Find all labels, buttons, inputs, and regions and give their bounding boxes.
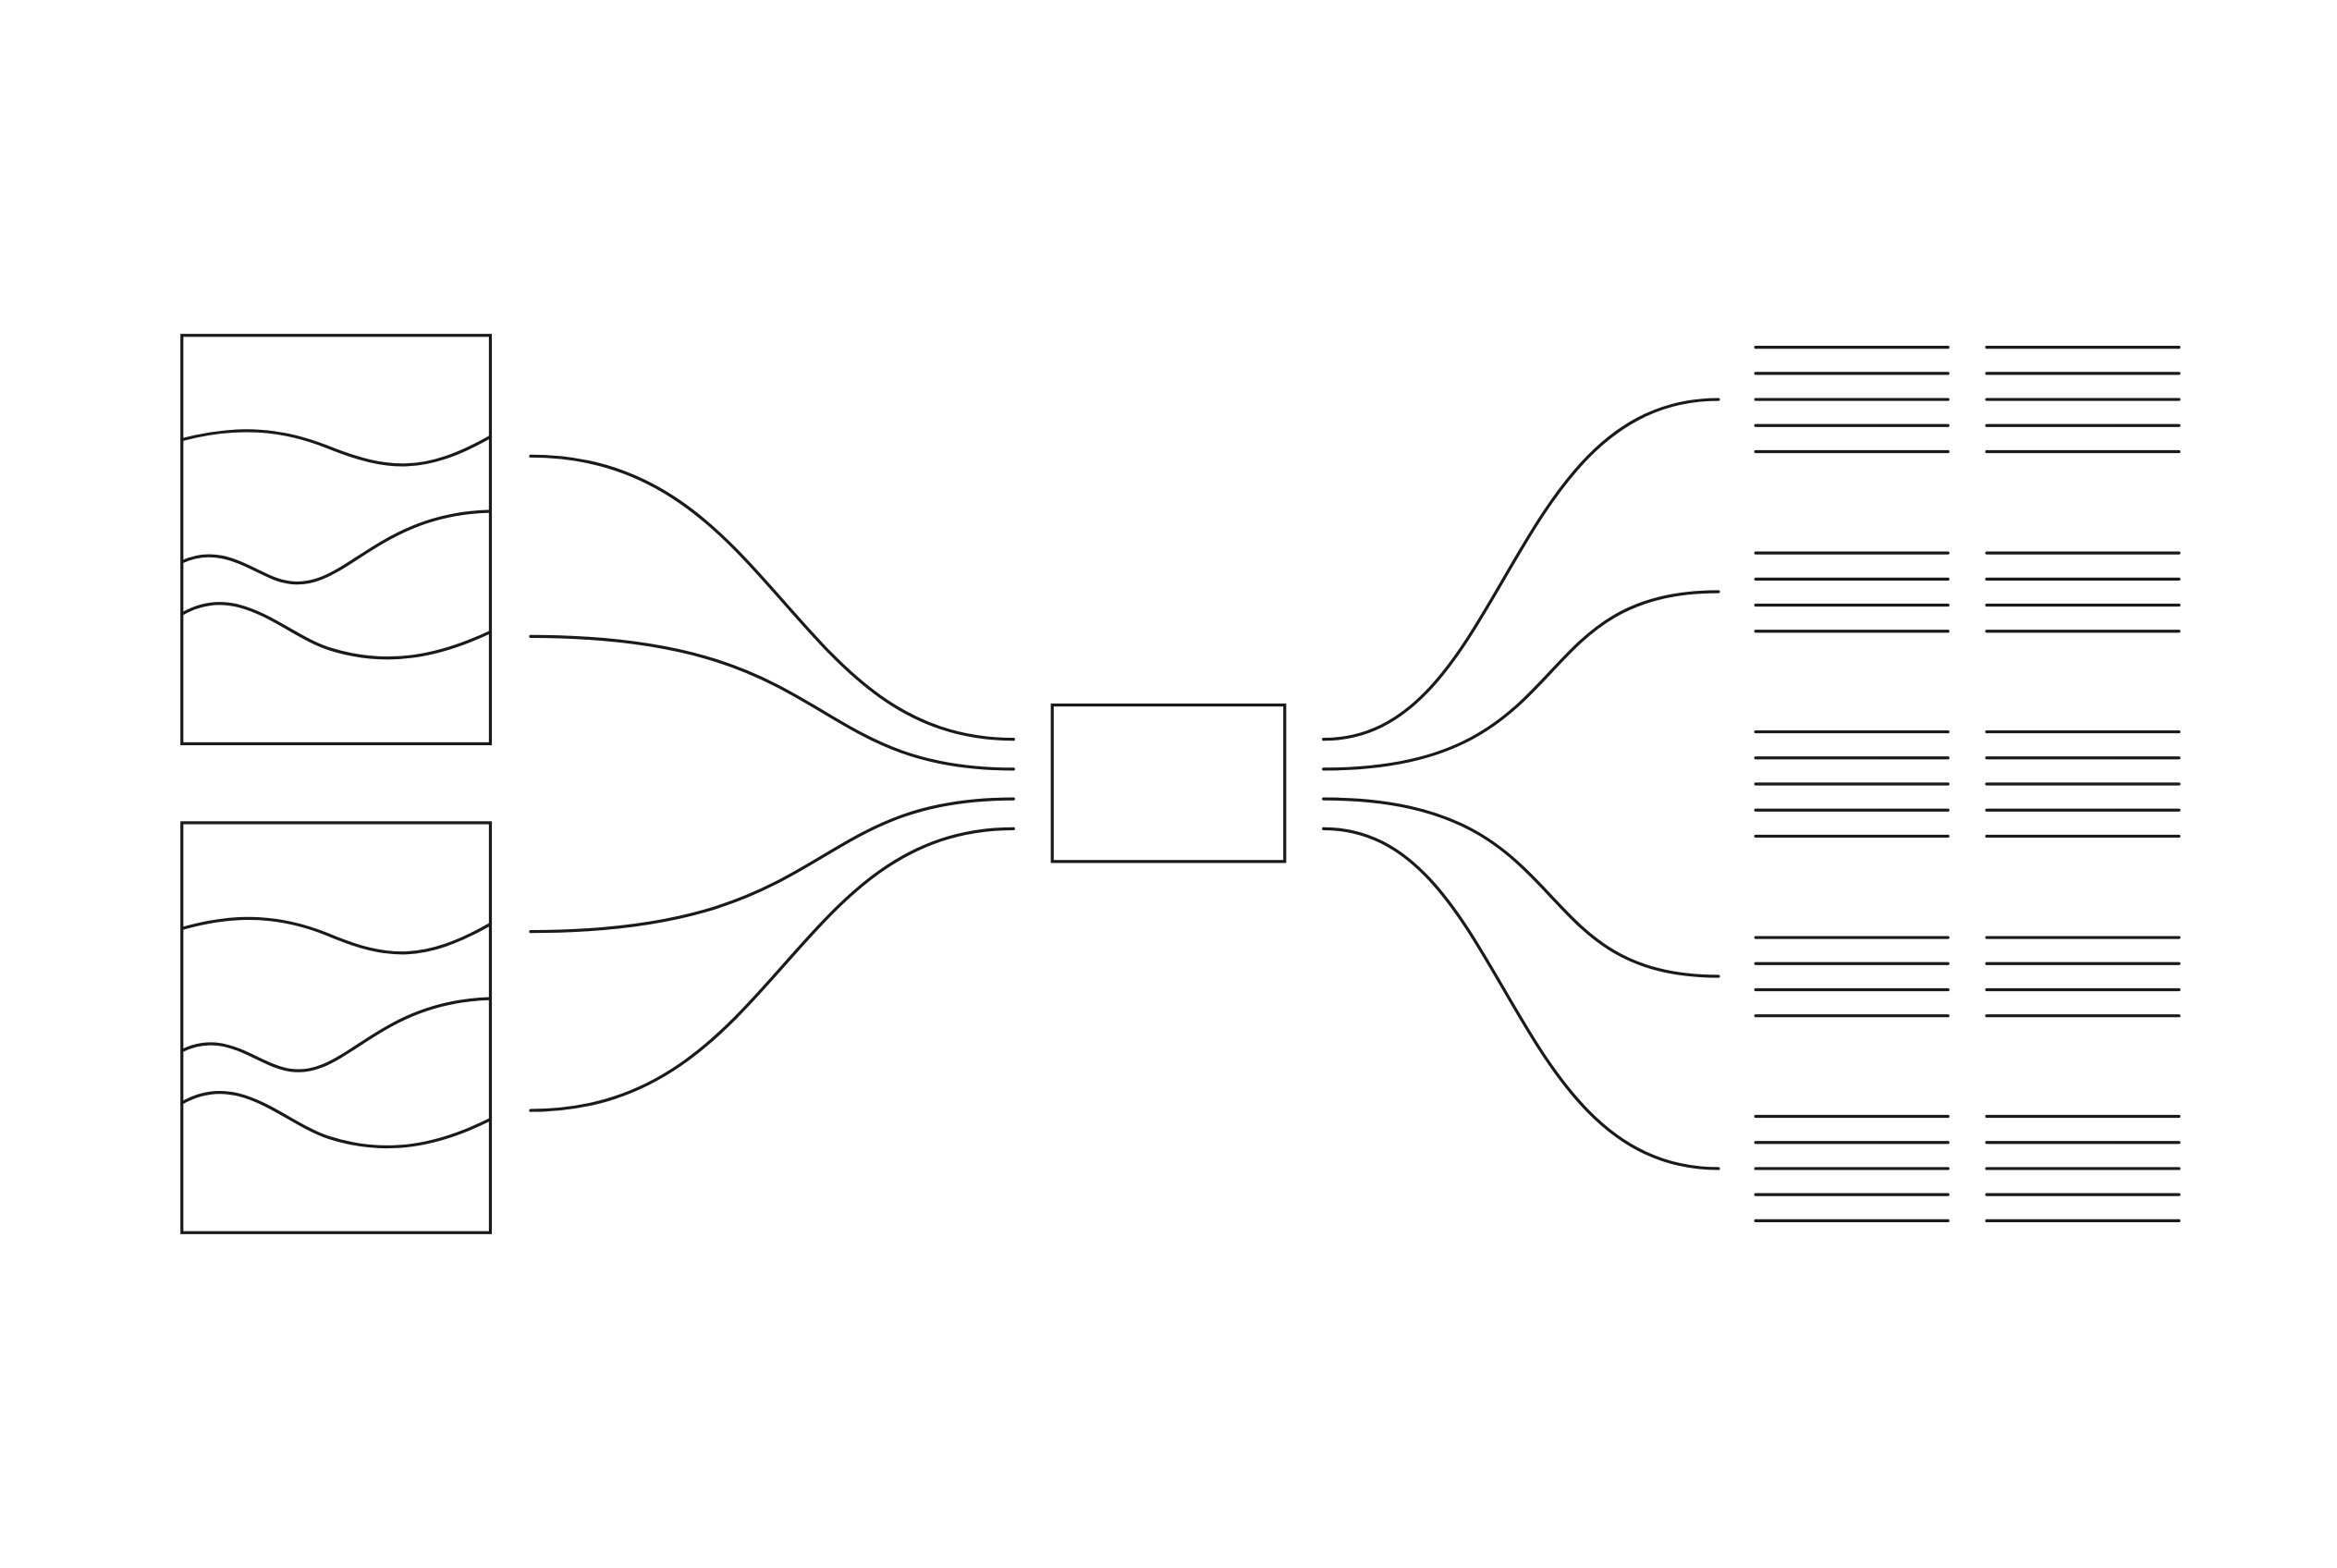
- connector: [1322, 398, 1720, 741]
- inbound-connectors: [529, 454, 1015, 1112]
- connector: [529, 634, 1015, 771]
- connector: [529, 797, 1015, 934]
- connector: [1322, 590, 1720, 771]
- source-document-2: [180, 821, 493, 1234]
- connector: [1322, 797, 1720, 978]
- output-group-5: [1754, 1114, 2181, 1222]
- source-document-1: [180, 334, 493, 746]
- wave-line: [180, 997, 493, 1072]
- connector: [529, 827, 1015, 1112]
- output-group-2: [1754, 551, 2181, 633]
- wave-line: [180, 1091, 493, 1149]
- output-group-1: [1754, 346, 2181, 454]
- connector: [529, 454, 1015, 741]
- central-process-box: [1050, 703, 1287, 864]
- connector: [1322, 827, 1720, 1170]
- output-group-4: [1754, 936, 2181, 1018]
- wave-line: [180, 509, 493, 585]
- source-frame: [180, 334, 493, 746]
- wave-line: [180, 602, 493, 660]
- wave-line: [180, 429, 493, 467]
- source-frame: [180, 821, 493, 1234]
- output-groups: [1754, 346, 2181, 1222]
- wave-line: [180, 916, 493, 955]
- output-group-3: [1754, 729, 2181, 839]
- outbound-connectors: [1322, 398, 1720, 1170]
